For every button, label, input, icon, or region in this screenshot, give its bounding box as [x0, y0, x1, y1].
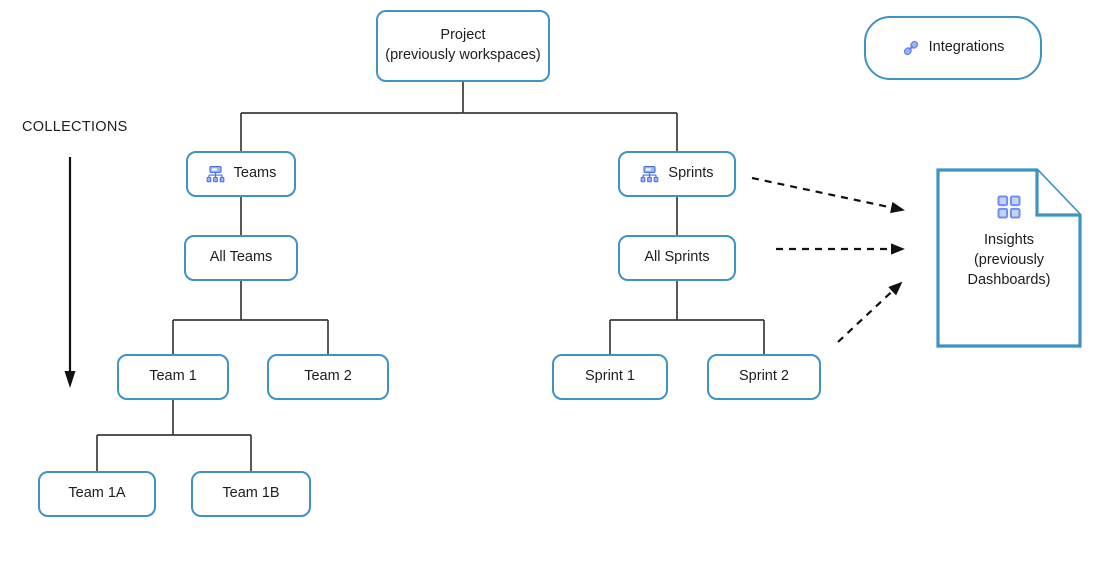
node-team-1-label: Team 1 — [149, 368, 197, 385]
node-insights-label: Insights (previously Dashboards) — [967, 232, 1051, 288]
hierarchy-icon — [206, 165, 225, 184]
grid-icon — [996, 194, 1022, 220]
node-all-sprints[interactable]: All Sprints — [618, 235, 736, 281]
edge-sprints-insights — [751, 176, 905, 214]
collections-axis-arrow — [64, 157, 76, 388]
node-integrations[interactable]: Integrations — [864, 16, 1042, 80]
node-teams-label: Teams — [233, 165, 277, 182]
node-team-1a-label: Team 1A — [68, 485, 126, 502]
node-teams[interactable]: Teams — [186, 151, 296, 197]
node-team-1b[interactable]: Team 1B — [191, 471, 311, 517]
collections-axis-label: COLLECTIONS — [22, 119, 128, 135]
node-team-2[interactable]: Team 2 — [267, 354, 389, 400]
node-sprint-2[interactable]: Sprint 2 — [707, 354, 821, 400]
node-integrations-label: Integrations — [928, 39, 1005, 56]
node-project-label: Project (previously workspaces) — [385, 27, 541, 63]
link-icon — [902, 39, 920, 57]
node-sprints[interactable]: Sprints — [618, 151, 736, 197]
hierarchy-icon — [640, 165, 659, 184]
node-all-teams-label: All Teams — [209, 249, 273, 266]
node-all-teams[interactable]: All Teams — [184, 235, 298, 281]
node-team-1a[interactable]: Team 1A — [38, 471, 156, 517]
node-sprint-2-label: Sprint 2 — [739, 368, 789, 385]
node-sprint-1-label: Sprint 1 — [585, 368, 635, 385]
node-team-1[interactable]: Team 1 — [117, 354, 229, 400]
edge-sprint2-insights — [837, 281, 903, 343]
node-all-sprints-label: All Sprints — [644, 249, 710, 266]
node-sprint-1[interactable]: Sprint 1 — [552, 354, 668, 400]
node-team-1b-label: Team 1B — [222, 485, 280, 502]
node-sprints-label: Sprints — [668, 165, 714, 182]
node-insights[interactable]: Insights (previously Dashboards) — [936, 168, 1082, 348]
node-project[interactable]: Project (previously workspaces) — [376, 10, 550, 82]
node-team-2-label: Team 2 — [304, 368, 352, 385]
